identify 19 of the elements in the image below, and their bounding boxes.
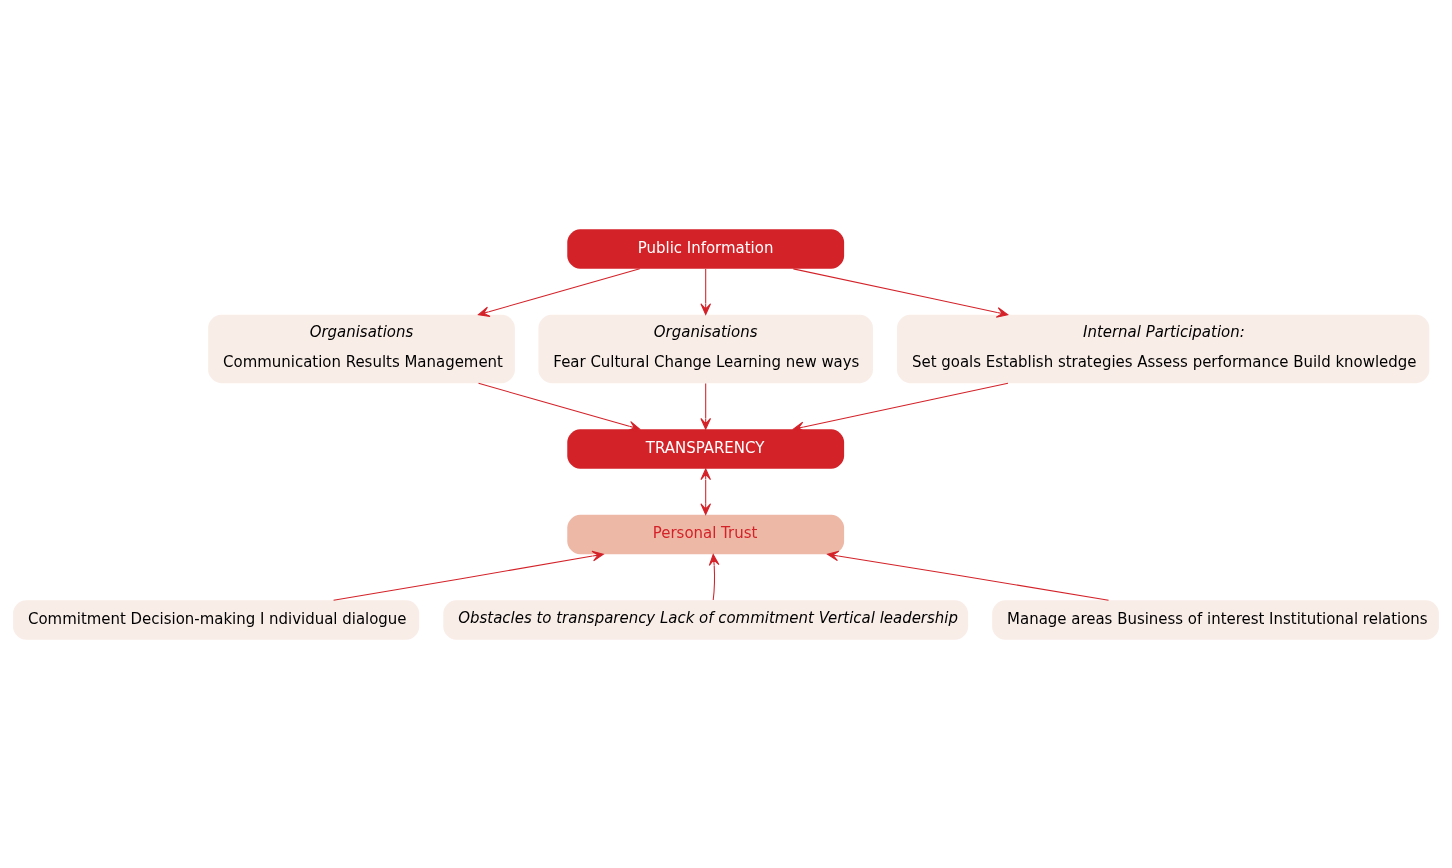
node-box: Internal Participation: Set goals Establish strategies Assess performance Build knowledge [897,314,1430,383]
node-box: Commitment Decision-making I ndividual dialogue [13,599,420,640]
node-box: Organisations Fear Cultural Change Learning new ways [538,314,873,383]
node-box: Manage areas Business of interest Institutional relations [992,599,1439,640]
arrow [700,267,712,315]
arrow [700,467,712,515]
node-box: Organisations Communication Results Management [208,314,515,383]
node-box: Personal Trust [567,514,845,554]
arrow [827,550,1110,601]
arrow [792,382,1009,432]
node-box: TRANSPARENCY [567,428,845,469]
arrow [477,267,641,317]
arrow [477,382,641,431]
arrow [700,382,712,430]
arrow [708,553,720,601]
node-box: Public Information [567,228,845,269]
node-box: Obstacles to transparency Lack of commitment Vertical leadership [443,599,969,640]
arrow [792,267,1009,318]
arrow [333,550,604,601]
